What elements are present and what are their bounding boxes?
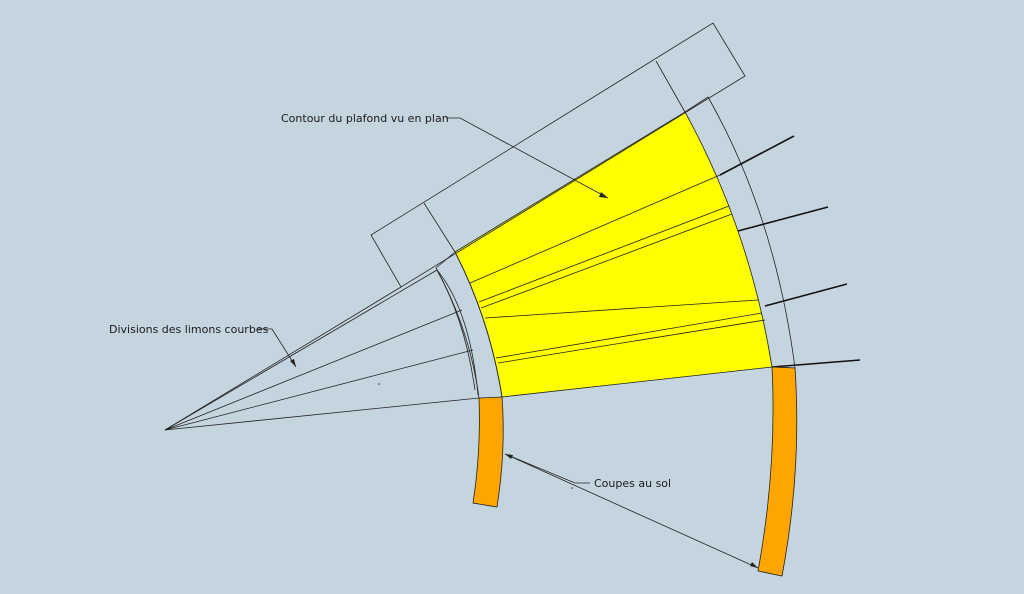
division-line-2 [164,269,438,431]
label-stringer-divisions: Divisions des limons courbes [109,323,269,336]
leader-floor-cuts-inner [504,453,590,484]
leader-divisions-arrowhead [290,359,296,367]
step-line-1 [469,174,721,284]
extension-line-1 [719,135,795,176]
division-line-5 [164,397,480,431]
leader-ceiling-outline [446,117,609,199]
step-line-5 [495,312,763,359]
inner-arc-cap [435,251,456,269]
inner-construction-arc-2 [436,269,479,396]
extension-line-4 [771,359,861,368]
inner-construction-arc-1 [436,269,476,391]
extension-line-3 [764,283,848,307]
step-line-2 [478,205,730,303]
rect-divider-right [655,60,686,113]
floor-cut-outer [757,366,798,577]
division-line-4 [164,349,474,431]
step-line-4 [484,299,759,319]
extension-line-2 [737,206,829,232]
rect-divider-left [423,202,456,253]
ceiling-rect-outline [370,22,746,288]
step-line-6 [497,319,766,364]
division-line-1 [164,286,402,431]
label-floor-cuts: Coupes au sol [594,477,671,490]
outer-arc-cap [684,96,709,113]
inner-stringer-arc-outer [454,251,503,398]
dot-mark-2 [571,487,573,489]
leader-ceiling-arrowhead [599,192,608,198]
leader-floor-cuts-outer [504,453,759,569]
leader-floor-outer-arrowhead [750,562,758,568]
division-line-3 [164,309,463,431]
label-ceiling-outline: Contour du plafond vu en plan [281,112,449,125]
leader-stringer-divisions [258,328,297,368]
dot-mark-1 [378,383,380,385]
step-line-3 [480,213,733,309]
floor-cut-inner [472,396,504,508]
